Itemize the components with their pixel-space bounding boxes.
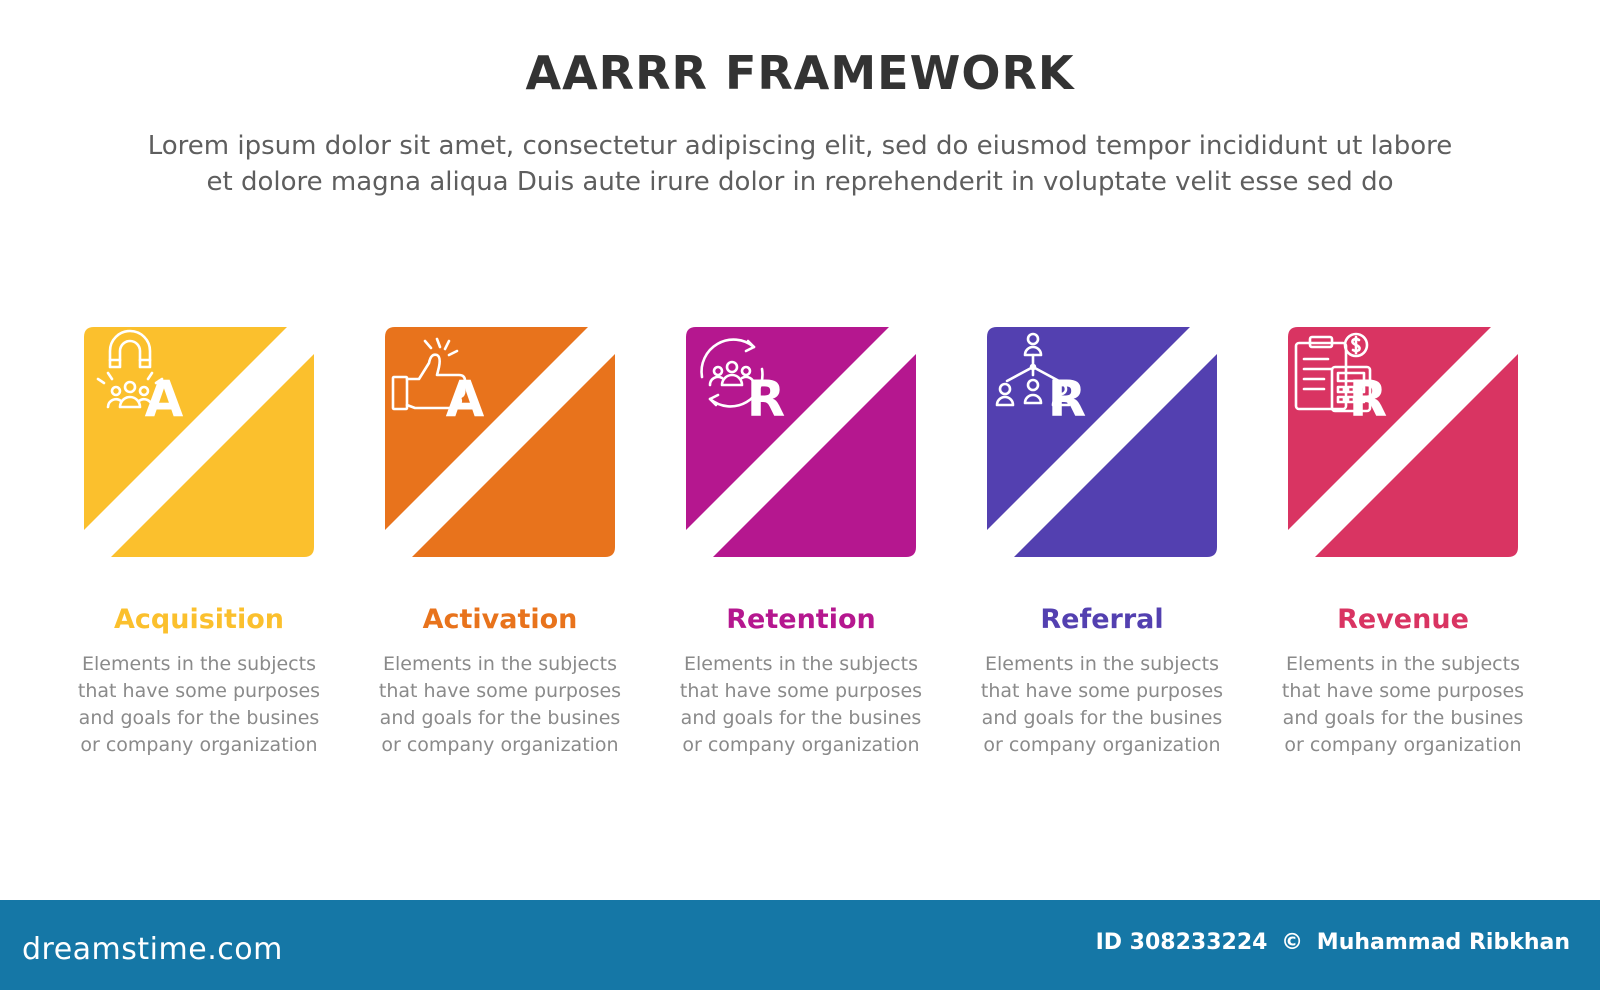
stage-card-referral: R [987,327,1217,557]
stage-card-background [385,327,615,557]
footer-credit: ID 308233224 © Muhammad Ribkhan [1090,930,1570,955]
stage-description-activation: Elements in the subjects that have some … [350,651,650,759]
footer-logo[interactable]: dreamstime.com [22,932,283,967]
footer-bar: dreamstime.com ID 308233224 © Muhammad R… [0,900,1600,990]
stage-card-background [686,327,916,557]
stage-description-revenue: Elements in the subjects that have some … [1253,651,1553,759]
stage-card-activation: A [385,327,615,557]
stage-description-line: or company organization [381,734,619,756]
stage-card-background [84,327,314,557]
referral-network-icon [995,332,1071,407]
stage-description-line: that have some purposes [1281,680,1525,702]
author-name: Muhammad Ribkhan [1316,930,1570,955]
stage-description-line: and goals for the busines [78,707,320,729]
stage-description-acquisition: Elements in the subjects that have some … [49,651,349,759]
image-id: ID 308233224 [1095,930,1268,955]
stage-name-activation: Activation [422,604,578,635]
stage-name-revenue: Revenue [1337,604,1469,635]
stage-description-line: that have some purposes [378,680,622,702]
magnet-people-icon [96,329,164,409]
subtitle-line-2: et dolore magna aliqua Duis aute irure d… [206,167,1394,197]
stage-description-line: that have some purposes [980,680,1224,702]
stage-card-revenue: R [1288,327,1518,557]
stage-description-line: or company organization [682,734,920,756]
stage-description-line: that have some purposes [679,680,923,702]
stage-description-line: Elements in the subjects [383,653,617,675]
thumbs-up-icon [391,337,467,411]
stage-card-retention: R [686,327,916,557]
stage-description-line: Elements in the subjects [82,653,316,675]
stage-description-line: Elements in the subjects [985,653,1219,675]
page-title: AARRR FRAMEWORK [525,46,1075,100]
stage-name-acquisition: Acquisition [114,604,284,635]
stage-description-line: and goals for the busines [1282,707,1524,729]
copyright-symbol: © [1281,930,1304,955]
stage-description-line: or company organization [983,734,1221,756]
stage-letter: A [144,370,184,428]
stage-name-referral: Referral [1040,604,1164,635]
stage-card-acquisition: A [84,327,314,557]
stage-description-line: or company organization [1284,734,1522,756]
subtitle-line-1: Lorem ipsum dolor sit amet, consectetur … [147,131,1453,161]
stage-card-background [987,327,1217,557]
stage-description-line: Elements in the subjects [1286,653,1520,675]
stage-description-referral: Elements in the subjects that have some … [952,651,1252,759]
invoice-calculator-icon [1294,332,1372,413]
stage-description-line: or company organization [80,734,318,756]
people-cycle-icon [700,338,764,408]
stage-description-line: Elements in the subjects [684,653,918,675]
page-subtitle: Lorem ipsum dolor sit amet, consectetur … [60,128,1540,200]
stage-description-line: and goals for the busines [680,707,922,729]
stage-description-retention: Elements in the subjects that have some … [651,651,951,759]
stage-description-line: that have some purposes [77,680,321,702]
stage-description-line: and goals for the busines [981,707,1223,729]
stage-description-line: and goals for the busines [379,707,621,729]
stage-name-retention: Retention [726,604,876,635]
